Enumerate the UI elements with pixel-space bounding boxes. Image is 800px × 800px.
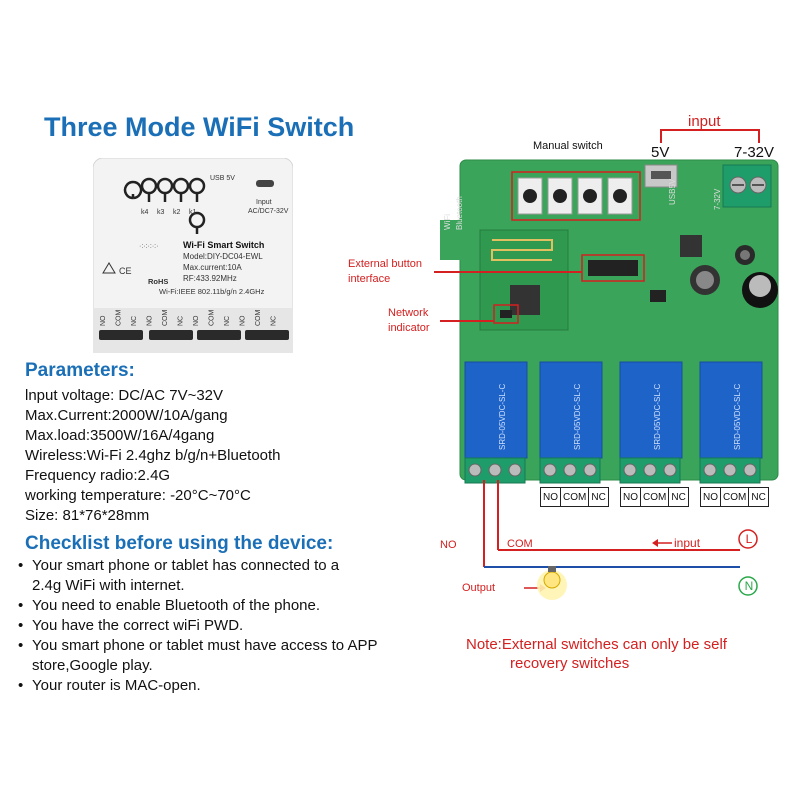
svg-text:·:·:·:·:·: ·:·:·:·:· bbox=[139, 243, 158, 250]
wire-no-label: NO bbox=[440, 539, 457, 551]
module-terminal-label: NO bbox=[240, 315, 247, 326]
parameter-wireless: Wireless:Wi-Fi 2.4ghz b/g/n+Bluetooth bbox=[25, 447, 281, 464]
input-7-32v-label: 7-32V bbox=[734, 144, 775, 161]
module-terminal-label: COM bbox=[255, 310, 262, 327]
parameter-frequency: Frequency radio:2.4G bbox=[25, 467, 171, 484]
svg-text:WiFi: WiFi bbox=[443, 214, 452, 230]
relay bbox=[619, 361, 683, 459]
wire-com-label: COM bbox=[507, 538, 533, 550]
checklist-item: •You have the correct wiFi PWD. bbox=[18, 617, 244, 634]
parameter-max-current: Max.Current:2000W/10A/gang bbox=[25, 407, 228, 424]
checklist-item: •Your smart phone or tablet has connecte… bbox=[18, 557, 340, 574]
checklist-item: •Your router is MAC-open. bbox=[18, 677, 201, 694]
wire-output-label: Output bbox=[462, 582, 496, 594]
module-wifi: Wi-Fi:IEEE 802.11b/g/n 2.4GHz bbox=[159, 287, 265, 296]
ce-mark: CE bbox=[119, 266, 132, 276]
usb-label: USB 5V bbox=[210, 175, 235, 182]
button-label-k4: k4 bbox=[141, 209, 149, 216]
checklist-item: •You need to enable Bluetooth of the pho… bbox=[18, 597, 321, 614]
button-label-k1: k1 bbox=[189, 209, 197, 216]
module-terminal-label: COM bbox=[116, 310, 123, 327]
button-label-k3: k3 bbox=[157, 209, 165, 216]
note-line-1: Note:External switches can only be self bbox=[466, 636, 727, 653]
relay-model-label: SRD-05VDC-SL-C bbox=[653, 384, 662, 450]
relay bbox=[699, 361, 763, 459]
network-indicator-label-line2: indicator bbox=[388, 322, 430, 334]
relay bbox=[464, 361, 528, 459]
svg-text:Bluetooth: Bluetooth bbox=[455, 196, 464, 230]
parameter-max-load: Max.load:3500W/16A/4gang bbox=[25, 427, 215, 444]
module-terminal-label: COM bbox=[162, 310, 169, 327]
checklist-heading: Checklist before using the device: bbox=[25, 533, 334, 554]
module-terminal-label: NO bbox=[147, 315, 154, 326]
checklist-item-continued: 2.4g WiFi with internet. bbox=[32, 577, 185, 594]
module-terminal-label: NC bbox=[131, 316, 138, 326]
neutral-symbol: N bbox=[744, 579, 754, 593]
external-button-label-line2: interface bbox=[348, 273, 391, 285]
input-bracket bbox=[660, 129, 760, 131]
module-terminal-label: NO bbox=[193, 315, 200, 326]
relay-model-label: SRD-05VDC-SL-C bbox=[498, 384, 507, 450]
module-rf: RF:433.92MHz bbox=[183, 274, 237, 283]
input-5v-label: 5V bbox=[651, 144, 670, 161]
external-button-label: External button bbox=[348, 258, 422, 270]
parameter-input-voltage: lnput voltage: DC/AC 7V~32V bbox=[25, 387, 224, 404]
svg-text:7-32V: 7-32V bbox=[713, 188, 722, 210]
input-heading: input bbox=[688, 113, 721, 130]
page-title: Three Mode WiFi Switch bbox=[44, 112, 355, 142]
svg-text:USB5V: USB5V bbox=[668, 178, 677, 205]
module-max-current: Max.current:10A bbox=[183, 263, 242, 272]
relay bbox=[539, 361, 603, 459]
module-model: Model:DIY-DC04-EWL bbox=[183, 252, 263, 261]
parameter-size: Size: 81*76*28mm bbox=[25, 507, 150, 524]
module-terminal-label: NO bbox=[100, 315, 107, 326]
relay-model-label: SRD-05VDC-SL-C bbox=[733, 384, 742, 450]
checklist-item-continued: store,Google play. bbox=[32, 657, 153, 674]
network-indicator-label: Network bbox=[388, 307, 429, 319]
wiring-diagram bbox=[483, 480, 758, 600]
module-terminal-label: COM bbox=[209, 310, 216, 327]
module-terminal-label: NC bbox=[271, 316, 278, 326]
wire-input-label: input bbox=[674, 536, 701, 550]
manual-switch-label: Manual switch bbox=[533, 140, 603, 152]
line-symbol: L bbox=[745, 532, 753, 546]
module-terminal-label: NC bbox=[224, 316, 231, 326]
input-voltage-label: AC/DC7-32V bbox=[248, 208, 289, 215]
device-module-image: USB 5V Input AC/DC7-32V k4 k3 k2 k1 ·:·:… bbox=[93, 158, 293, 353]
input-label: Input bbox=[256, 199, 272, 206]
checklist-item: •You smart phone or tablet must have acc… bbox=[18, 637, 378, 654]
note-line-2: recovery switches bbox=[510, 655, 630, 672]
relay-board-image: WiFi Bluetooth USB5V 7-32V SRD-05VDC-SL-… bbox=[440, 159, 779, 484]
relay-model-label: SRD-05VDC-SL-C bbox=[573, 384, 582, 450]
rohs-mark: RoHS bbox=[148, 277, 168, 286]
button-label-k2: k2 bbox=[173, 209, 181, 216]
module-terminal-label: NC bbox=[178, 316, 185, 326]
parameter-temperature: working temperature: -20°C~70°C bbox=[25, 487, 251, 504]
module-name: Wi-Fi Smart Switch bbox=[183, 240, 264, 250]
parameters-heading: Parameters: bbox=[25, 360, 135, 381]
